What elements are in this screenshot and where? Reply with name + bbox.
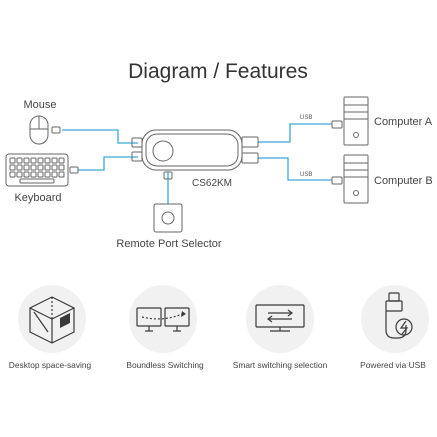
keyboard-key	[30, 157, 37, 164]
computer-a-tower	[331, 96, 369, 146]
keyboard-key	[30, 164, 37, 171]
usb-power-icon	[385, 292, 413, 339]
computer-a-cable	[258, 123, 332, 143]
keyboard-key	[16, 171, 23, 178]
kvm-switch	[131, 129, 259, 171]
feature-circle	[361, 285, 429, 353]
feature-label: Desktop space-saving	[9, 360, 92, 370]
keyboard-key	[23, 157, 30, 164]
keyboard-key	[51, 164, 58, 171]
keyboard-key	[9, 171, 16, 178]
mouse-device	[29, 115, 61, 145]
feature-label: Boundless Switching	[126, 360, 204, 370]
dual-monitor-cursor-icon	[136, 307, 190, 332]
keyboard-key	[58, 164, 65, 171]
keyboard-key	[30, 171, 37, 178]
keyboard-key	[37, 157, 44, 164]
keyboard-key	[51, 171, 58, 178]
feature-boundless-switching	[129, 285, 197, 353]
feature-desktop-space-saving	[18, 285, 86, 353]
features-row: Desktop space-saving Boundless Switching	[9, 285, 429, 370]
feature-label: Powered via USB	[360, 360, 426, 370]
usb-label-b: USB	[300, 172, 312, 178]
keyboard-key	[58, 171, 65, 178]
keyboard-key	[23, 171, 30, 178]
keyboard-key	[44, 164, 51, 171]
usb-label-a: USB	[300, 115, 312, 121]
keyboard-key	[58, 157, 65, 164]
remote-port-selector	[153, 171, 183, 233]
keyboard-key	[51, 157, 58, 164]
switch-button-icon	[152, 140, 174, 162]
mouse-cable	[62, 129, 138, 144]
keyboard-key	[37, 164, 44, 171]
feature-smart-switching	[246, 285, 314, 353]
keyboard-key	[9, 157, 16, 164]
keyboard-key	[23, 164, 30, 171]
cube-icon	[29, 296, 75, 344]
cables	[62, 123, 332, 204]
remote-label: Remote Port Selector	[116, 238, 221, 250]
keyboard-key	[44, 157, 51, 164]
monitor-arrows-icon	[255, 304, 305, 332]
computer-b-tower	[331, 154, 369, 204]
keyboard-key	[37, 171, 44, 178]
diagram-title: Diagram / Features	[128, 60, 308, 83]
keyboard-key	[9, 164, 16, 171]
keyboard-device	[5, 153, 79, 187]
computer-a-label: Computer A	[374, 116, 433, 128]
computer-b-cable	[258, 157, 332, 181]
keyboard-key	[16, 164, 23, 171]
keyboard-cable	[78, 156, 138, 171]
keyboard-key	[44, 171, 51, 178]
mouse-label: Mouse	[23, 99, 56, 111]
computer-b-label: Computer B	[374, 175, 433, 187]
switch-model-label: CS62KM	[192, 178, 232, 189]
keyboard-label: Keyboard	[14, 192, 61, 204]
feature-label: Smart switching selection	[233, 360, 328, 370]
keyboard-spacebar	[19, 178, 55, 184]
keyboard-key	[16, 157, 23, 164]
feature-powered-via-usb	[361, 285, 429, 353]
keyboard-keys	[9, 157, 65, 184]
